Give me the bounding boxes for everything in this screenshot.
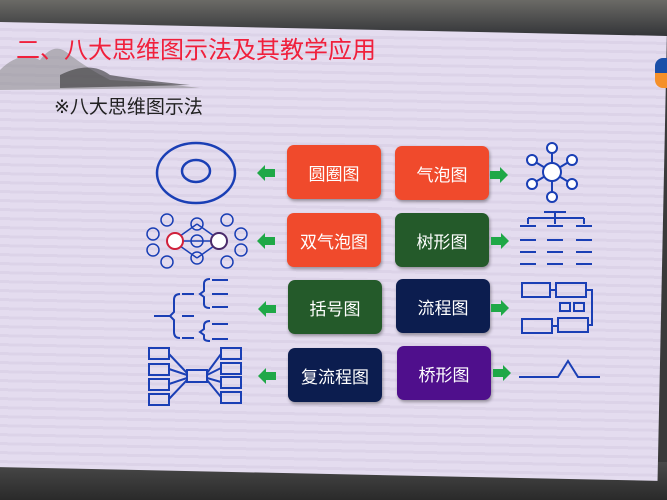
- map-label: 流程图: [417, 298, 469, 319]
- arrow-left-icon: [257, 165, 275, 181]
- map-label: 双气泡图: [300, 232, 368, 253]
- map-box-brace: 括号图: [288, 280, 382, 334]
- ink-mountain-decoration: [0, 48, 200, 90]
- map-box-flow: 流程图: [396, 279, 490, 333]
- bridge-map-icon: [519, 359, 600, 378]
- arrow-left-icon: [257, 233, 275, 249]
- map-label: 圆圈图: [308, 164, 360, 185]
- arrow-right-icon: [493, 365, 511, 381]
- map-box-circle: 圆圈图: [287, 145, 381, 199]
- map-label: 桥形图: [418, 365, 470, 386]
- double-bubble-map-icon: [146, 213, 248, 269]
- map-box-multi-flow: 复流程图: [288, 348, 382, 402]
- logo: [655, 58, 667, 88]
- arrow-right-icon: [490, 167, 508, 183]
- arrow-left-icon: [258, 301, 276, 317]
- arrow-left-icon: [258, 368, 276, 384]
- tree-map-icon: [520, 211, 592, 265]
- map-label: 复流程图: [301, 367, 369, 388]
- arrow-right-icon: [491, 300, 509, 316]
- map-box-bridge: 桥形图: [397, 346, 491, 400]
- map-box-tree: 树形图: [395, 213, 489, 267]
- brace-map-icon: [154, 278, 228, 342]
- slide-title: 二、八大思维图示法及其教学应用: [16, 36, 376, 64]
- map-label: 气泡图: [416, 165, 468, 186]
- bubble-map-icon: [526, 142, 578, 203]
- map-label: 树形图: [416, 232, 468, 253]
- map-box-double-bubble: 双气泡图: [287, 213, 381, 267]
- flow-map-icon: [521, 282, 593, 334]
- map-label: 括号图: [309, 299, 361, 320]
- multi-flow-map-icon: [148, 347, 242, 406]
- slide-subtitle: ※八大思维图示法: [54, 96, 203, 118]
- arrow-right-icon: [491, 233, 509, 249]
- map-box-bubble: 气泡图: [395, 146, 489, 200]
- circle-map-icon: [155, 141, 237, 205]
